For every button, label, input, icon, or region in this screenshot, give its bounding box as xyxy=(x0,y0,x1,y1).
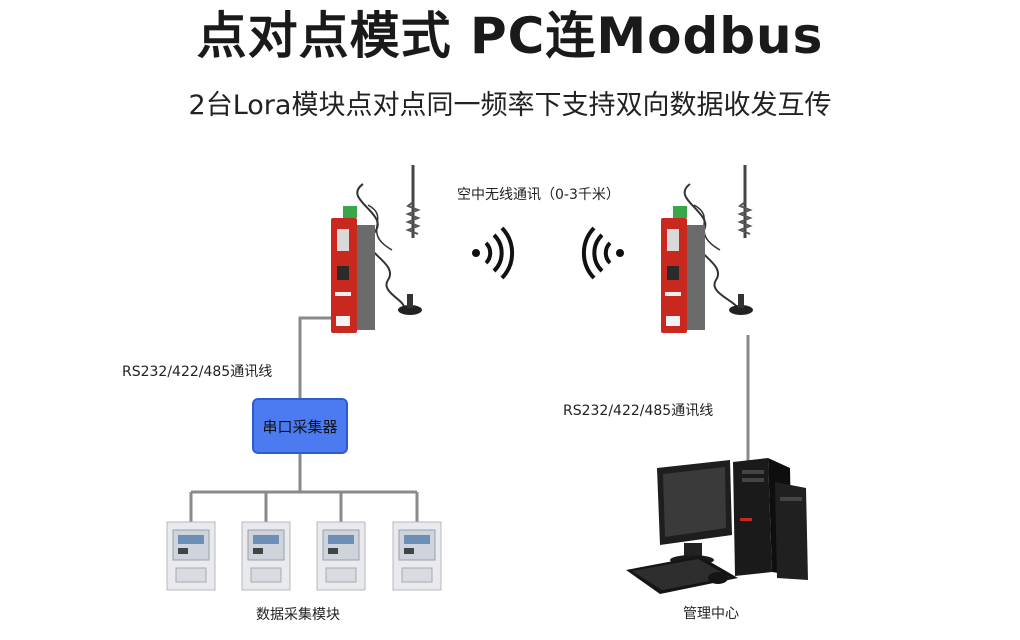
lora-module-left xyxy=(331,165,422,333)
serial-collector-box: 串口采集器 xyxy=(252,398,348,454)
lora-module-right xyxy=(661,165,753,333)
page-title: 点对点模式 PC连Modbus xyxy=(196,7,824,65)
connection-lines xyxy=(189,316,750,522)
meter-icon xyxy=(392,521,442,591)
desktop-computer-icon xyxy=(626,458,808,594)
page-subtitle: 2台Lora模块点对点同一频率下支持双向数据收发互传 xyxy=(188,90,832,121)
meter-icon xyxy=(316,521,366,591)
management-center-label: 管理中心 xyxy=(683,606,739,622)
left-cable-line xyxy=(298,316,336,398)
right-cable-label: RS232/422/485通讯线 xyxy=(563,403,714,419)
left-cable-label: RS232/422/485通讯线 xyxy=(122,364,273,380)
wireless-range-label: 空中无线通讯（0-3千米） xyxy=(457,187,620,203)
wireless-signal-right-icon xyxy=(472,226,515,280)
wireless-signal-left-icon xyxy=(581,226,624,280)
meter-icon xyxy=(166,521,216,591)
data-collection-modules-label: 数据采集模块 xyxy=(256,607,340,623)
serial-collector-label: 串口采集器 xyxy=(262,417,338,436)
meter-icon xyxy=(241,521,291,591)
